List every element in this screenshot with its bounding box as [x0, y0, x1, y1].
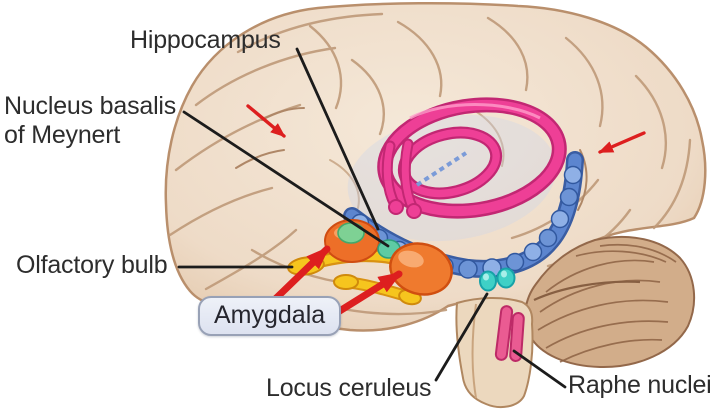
gyri-lines — [168, 12, 692, 316]
red-arrow-cortex-left — [246, 104, 286, 138]
raphe-nuclei-leader-line — [512, 349, 567, 389]
cerebellum-stripes — [533, 243, 677, 363]
locus-ceruleus-structure — [479, 267, 516, 292]
red-arrow-cortex-right — [598, 131, 646, 154]
label-olfactory-bulb: Olfactory bulb — [16, 251, 168, 279]
leader-lines — [177, 47, 567, 389]
hippocampus-leader-line — [295, 47, 380, 231]
label-amygdala-box: Amygdala — [198, 296, 342, 336]
label-nucleus-basalis: Nucleus basalis of Meynert — [4, 92, 177, 149]
cerebellum-shape — [524, 235, 696, 369]
fornix-ring — [377, 97, 567, 219]
amygdala-structure-large — [389, 242, 453, 296]
label-raphe-nuclei: Raphe nuclei — [568, 371, 712, 399]
nucleus-basalis-leader-line — [182, 110, 390, 248]
raphe-nuclei-structure — [494, 305, 525, 362]
locus-ceruleus-leader-line — [434, 292, 489, 382]
label-locus-ceruleus: Locus ceruleus — [266, 374, 432, 402]
label-hippocampus: Hippocampus — [130, 26, 281, 54]
